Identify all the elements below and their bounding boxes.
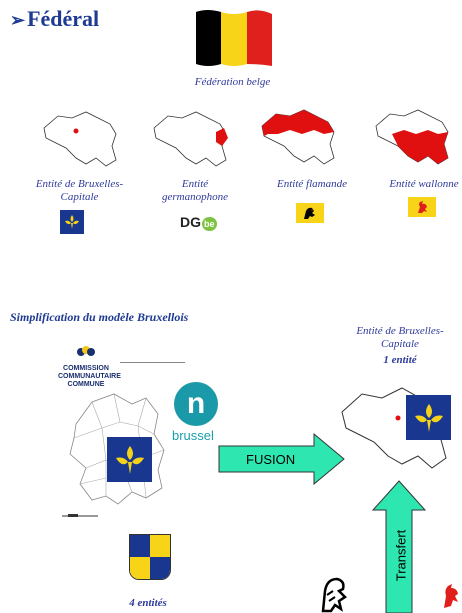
page-title: ➢Fédéral	[10, 6, 99, 32]
right-entity-label: Entité de Bruxelles- Capitale 1 entité	[356, 325, 444, 366]
belgium-map-german	[153, 111, 228, 167]
quarter-rooster	[150, 535, 170, 557]
ccc-divider	[120, 362, 185, 363]
fusion-label: FUSION	[246, 452, 296, 467]
iris-emblem-icon	[60, 210, 84, 234]
right-iris-emblem-icon	[406, 395, 451, 440]
section-title: Simplification du modèle Bruxellois	[10, 310, 189, 324]
transfer-label: Transfert	[393, 529, 409, 582]
federation-label: Fédération belge	[194, 76, 271, 88]
ccc-crown-icon	[77, 346, 95, 356]
quarter-iris	[130, 535, 150, 557]
entity-walloon-label: Entité wallonne	[389, 178, 459, 190]
entity-brussels-label: Entité de Bruxelles-Capitale	[35, 178, 124, 203]
belgian-flag-icon	[196, 10, 272, 66]
entity-flemish-label: Entité flamande	[277, 178, 347, 190]
four-entities-emblem	[129, 534, 171, 580]
ccc-logo: COMMISSION COMMUNAUTAIRE COMMUNE	[58, 346, 121, 389]
flemish-lion-outline-icon	[321, 577, 347, 613]
brussel-logo-icon: n	[174, 382, 218, 426]
belgium-map-wallonia	[375, 109, 449, 165]
transfer-arrow-icon	[371, 480, 427, 613]
quarter-iris-2	[150, 557, 170, 579]
arrow-bullet-icon: ➢	[10, 10, 26, 30]
title-text: Fédéral	[27, 6, 100, 31]
brussel-logo-text: brussel	[172, 428, 214, 443]
quarter-lion	[130, 557, 150, 579]
walloon-rooster-icon	[408, 197, 436, 217]
walloon-rooster-small-icon	[444, 584, 458, 608]
fusion-arrow-icon	[218, 433, 345, 485]
brussels-iris-large-icon	[107, 437, 152, 482]
flemish-lion-icon	[296, 203, 324, 223]
belgium-map-flanders	[261, 109, 335, 165]
belgium-map-brussels	[43, 111, 117, 167]
four-entities-label: 4 entités	[129, 597, 167, 609]
